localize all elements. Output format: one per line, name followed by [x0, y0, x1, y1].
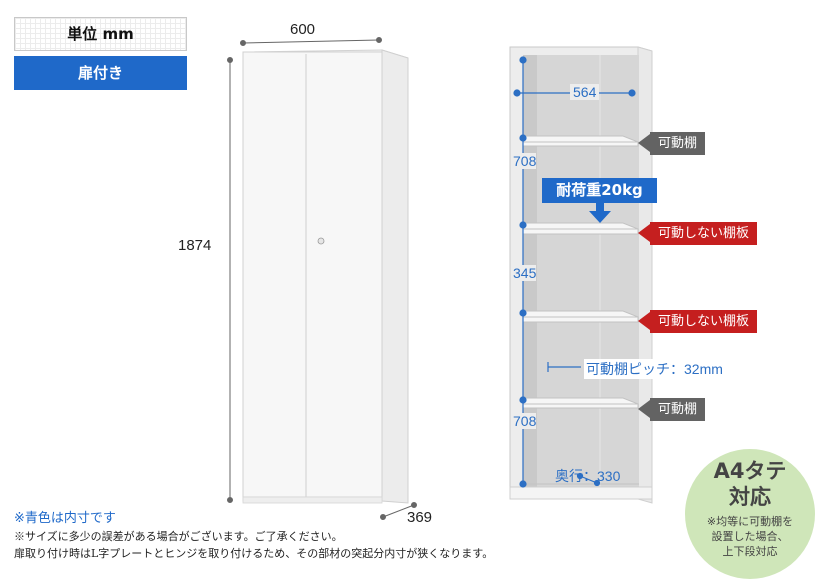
movable-shelf-tag: 可動棚 — [650, 398, 706, 421]
closed-cabinet — [242, 49, 409, 504]
lock-icon — [317, 237, 325, 245]
a4-badge-title: A4タテ — [713, 459, 787, 483]
a4-badge-subtitle: 対応 — [729, 485, 771, 509]
movable-shelf-tag: 可動棚 — [650, 132, 706, 155]
note-line: ※サイズに多少の誤差がある場合がございます。ご了承ください。 — [14, 530, 343, 543]
height-dimension: 1874 — [178, 237, 212, 254]
outer-dimension-lines — [227, 37, 417, 520]
note-line: 扉取り付け時はL字プレートとヒンジを取り付けるため、その部材の突起分内寸が狭くな… — [14, 547, 494, 560]
inner-depth-dimension: 奥行：330 — [555, 468, 621, 484]
a4-badge: A4タテ 対応 ※均等に可動棚を 設置した場合、 上下段対応 — [685, 449, 815, 579]
notes: ※青色は内寸です ※サイズに多少の誤差がある場合がございます。ご了承ください。 … — [14, 510, 654, 562]
inner-width-dimension: 564 — [570, 84, 600, 100]
load-arrow-icon — [589, 203, 611, 223]
shelf-arrow-icon — [638, 134, 650, 152]
a4-badge-note: ※均等に可動棚を — [706, 515, 794, 528]
a4-badge-note: 上下段対応 — [722, 545, 778, 558]
section-middle-dimension: 345 — [513, 265, 537, 281]
fixed-shelf-arrow-icon — [638, 224, 650, 242]
depth-dimension: 369 — [407, 509, 433, 526]
blue-note: ※青色は内寸です — [14, 511, 116, 526]
shelf-arrow-icon — [638, 400, 650, 418]
width-dimension: 600 — [290, 21, 316, 38]
section-bottom-dimension: 708 — [513, 413, 537, 429]
a4-badge-note: 設置した場合、 — [711, 530, 789, 543]
fixed-shelf-arrow-icon — [638, 312, 650, 330]
door-type-label: 扉付き — [14, 56, 187, 90]
fixed-shelf-tag: 可動しない棚板 — [650, 310, 758, 333]
unit-label: 単位 mm — [14, 17, 187, 51]
load-capacity-label: 耐荷重20kg — [542, 178, 657, 203]
section-top-dimension: 708 — [513, 153, 537, 169]
fixed-shelf-tag: 可動しない棚板 — [650, 222, 758, 245]
shelf-pitch-label: 可動棚ピッチ：32mm — [584, 359, 725, 379]
